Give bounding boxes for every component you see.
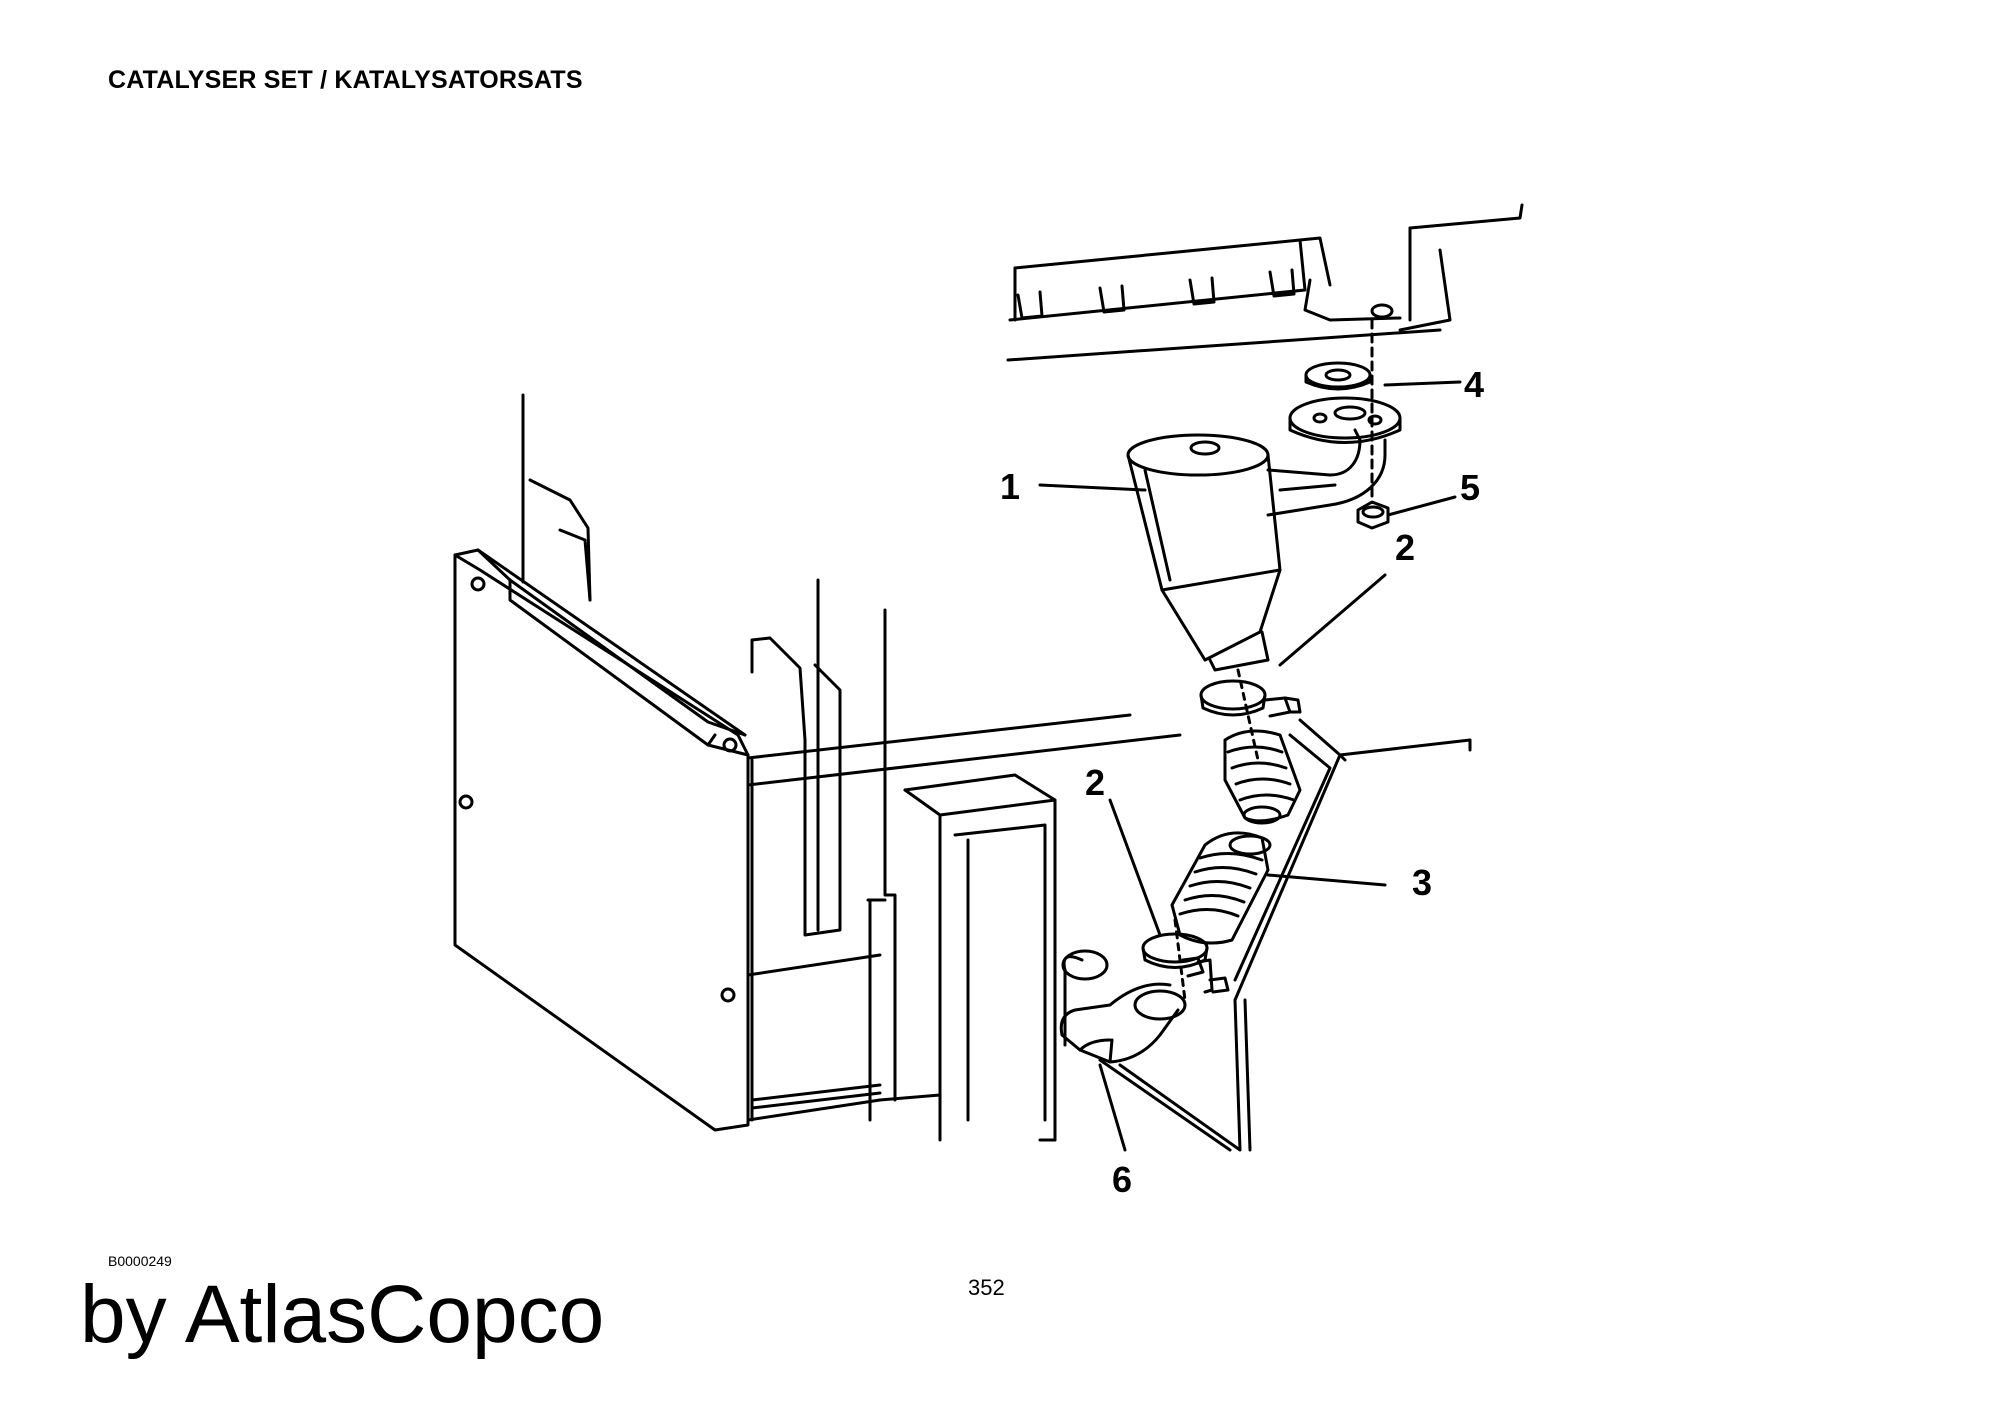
right-panel [1098,718,1472,1152]
callout-1: 1 [1000,466,1020,507]
part-6-elbow-pipe [1059,949,1187,1064]
page-number: 352 [968,1275,1005,1300]
callout-2b: 2 [1085,762,1105,803]
part-1-catalyser [1126,428,1387,672]
callout-2a: 2 [1395,527,1415,568]
part-3-flex-hose [1170,831,1272,945]
part-2-lower-clamp [1141,918,1230,1002]
callout-3: 3 [1412,862,1432,903]
hose-elbow-upper [1223,729,1302,825]
callout-4: 4 [1464,364,1484,405]
part-2-upper-clamp [1199,668,1302,762]
figure-code: B0000249 [108,1253,172,1269]
part-4-gasket [1288,318,1402,502]
callout-5: 5 [1460,467,1480,508]
part-5-nut [1356,500,1390,530]
frame-members [750,578,1057,1142]
page-title: CATALYSER SET / KATALYSATORSATS [108,66,583,94]
engine-block [1006,203,1524,362]
callout-6: 6 [1112,1159,1132,1200]
brand-watermark: by AtlasCopco [80,1269,605,1360]
leader-lines [1038,380,1462,1152]
mounting-bracket [453,393,1182,1132]
